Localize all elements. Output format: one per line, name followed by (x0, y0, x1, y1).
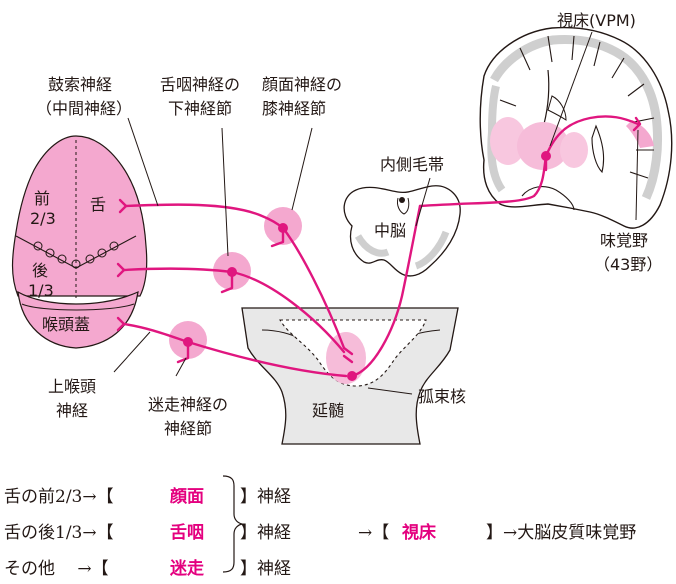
solitary-nucleus-label: 孤束核 (418, 387, 466, 406)
chorda-tympani-sub-label: （中間神経） (36, 99, 132, 118)
row3-lead: その他 →【 (4, 559, 109, 579)
row2-answer: 舌咽 (170, 523, 204, 543)
geniculate-neuron (278, 223, 288, 233)
glossopharyngeal-neuron (227, 267, 237, 277)
summary-row-posterior: 舌の後1/3→【 舌咽 】神経 →【 視床 】→大脳皮質味覚野 (0, 512, 676, 548)
glossopharyngeal-label-2: 下神経節 (168, 99, 232, 118)
chorda-tympani-label: 鼓索神経 (48, 75, 112, 94)
row2-close: 】神経 (240, 523, 291, 543)
anterior-label: 前 (34, 189, 50, 208)
posterior-label: 後 (32, 261, 48, 280)
summary-row-other: その他 →【 迷走 】神経 (0, 548, 676, 584)
midbrain-section (343, 185, 461, 277)
cerebrum-section (479, 26, 673, 229)
path-answer: 視床 (402, 523, 436, 543)
posterior-fraction-label: 1/3 (28, 281, 54, 300)
vagus-label-1: 迷走神経の (148, 395, 228, 414)
medial-lemniscus-label: 内側毛帯 (380, 155, 444, 174)
summary-row-anterior: 舌の前2/3→【 顔面 】神経 (0, 476, 676, 512)
facial-label-1: 顔面神経の (262, 75, 342, 94)
facial-label-2: 膝神経節 (262, 99, 326, 118)
vagal-neuron (183, 337, 193, 347)
tongue-diagram (11, 135, 148, 349)
thalamus-neuron (541, 151, 551, 161)
row2-lead: 舌の後1/3→【 (4, 523, 114, 543)
medulla-label: 延髄 (312, 401, 344, 420)
row1-close: 】神経 (240, 487, 291, 507)
neuron-bodies (183, 151, 551, 381)
glossopharyngeal-label-1: 舌咽神経の (160, 75, 240, 94)
path-lead: →【 (358, 523, 390, 543)
path-tail: 】→大脳皮質味覚野 (486, 523, 637, 543)
row1-lead: 舌の前2/3→【 (4, 487, 114, 507)
thalamus-label: 視床(VPM) (557, 11, 636, 30)
vagus-label-2: 神経節 (164, 419, 212, 438)
row1-answer: 顔面 (170, 487, 204, 507)
tongue-label: 舌 (90, 195, 106, 214)
row3-answer: 迷走 (170, 559, 204, 579)
summary-bracket (222, 475, 243, 573)
taste-area-label: 味覚野 (600, 231, 648, 250)
taste-area-number-label: （43野） (594, 255, 662, 274)
superior-laryngeal-label-2: 神経 (56, 401, 88, 420)
epiglottis-label: 喉頭蓋 (42, 315, 90, 334)
row3-close: 】神経 (240, 559, 291, 579)
solitary-neuron (347, 371, 357, 381)
superior-laryngeal-label-1: 上喉頭 (48, 377, 96, 396)
nerve-pathways (116, 115, 642, 378)
leader-lines (113, 31, 639, 395)
midbrain-label: 中脳 (374, 221, 406, 240)
anterior-fraction-label: 2/3 (30, 209, 56, 228)
lemniscus-dash (411, 231, 419, 267)
